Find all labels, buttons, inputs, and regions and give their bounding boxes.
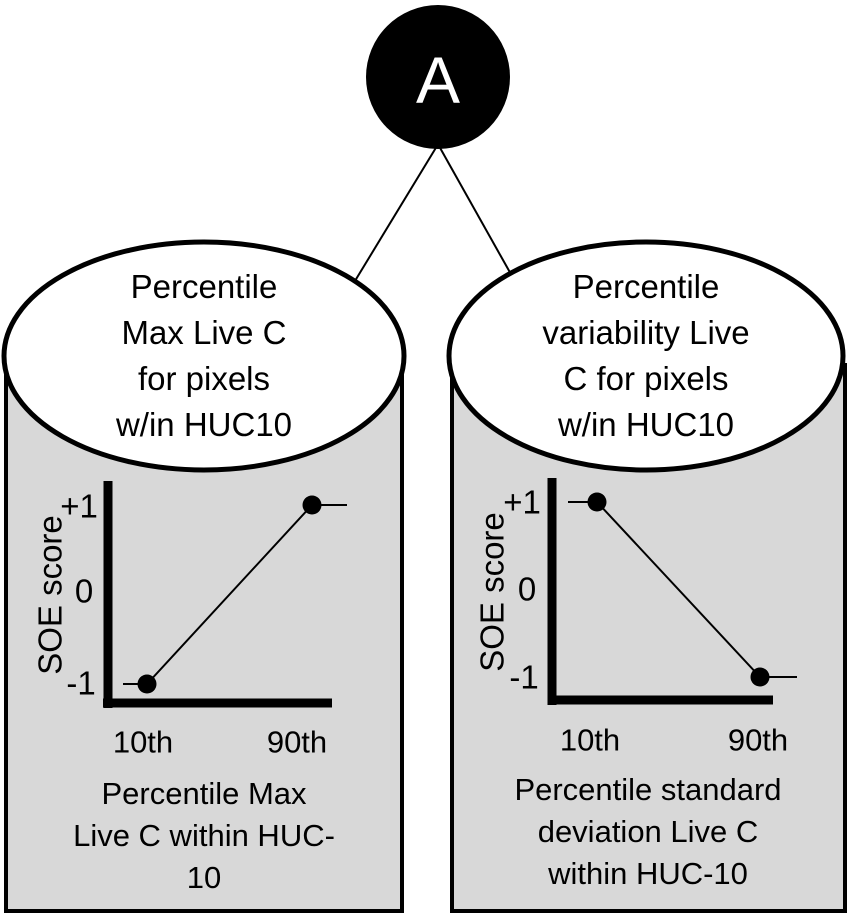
right-chart-ytick-zero: 0 bbox=[517, 570, 537, 608]
bubble-right-ellipse bbox=[446, 239, 846, 473]
left-chart-data-series bbox=[123, 495, 347, 694]
right-chart-ytick-minus1: -1 bbox=[509, 658, 539, 696]
data-point-marker bbox=[587, 492, 607, 512]
right-chart-data-series bbox=[568, 492, 797, 687]
data-point-marker bbox=[137, 674, 157, 694]
right-chart-xtick-10th: 10th bbox=[559, 722, 621, 758]
bubble-left-ellipse bbox=[1, 239, 407, 473]
soe-score-line bbox=[123, 504, 347, 685]
right-chart-ytick-plus1: +1 bbox=[503, 483, 541, 521]
right-chart-y-axis-title: SOE score bbox=[473, 512, 511, 672]
data-point-marker bbox=[750, 667, 770, 687]
root-node-circle bbox=[366, 5, 510, 149]
left-chart-ytick-minus1: -1 bbox=[66, 664, 96, 702]
left-chart-caption: Percentile Max Live C within HUC- 10 bbox=[73, 776, 335, 895]
left-chart-xtick-90th: 90th bbox=[266, 724, 328, 760]
right-chart-caption: Percentile standard deviation Live C wit… bbox=[514, 772, 782, 891]
soe-score-line bbox=[568, 501, 797, 678]
left-chart-ytick-plus1: +1 bbox=[60, 487, 98, 525]
left-chart-xtick-10th: 10th bbox=[112, 724, 174, 760]
bubble-right-label: Percentile variability Live C for pixels… bbox=[542, 268, 750, 443]
left-chart-y-axis-title: SOE score bbox=[31, 515, 69, 675]
right-chart-xtick-90th: 90th bbox=[727, 722, 789, 758]
data-point-marker bbox=[302, 495, 322, 515]
root-node-label: A bbox=[415, 43, 461, 117]
bubble-left-label: Percentile Max Live C for pixels w/in HU… bbox=[115, 268, 293, 443]
left-chart-ytick-zero: 0 bbox=[74, 572, 94, 610]
